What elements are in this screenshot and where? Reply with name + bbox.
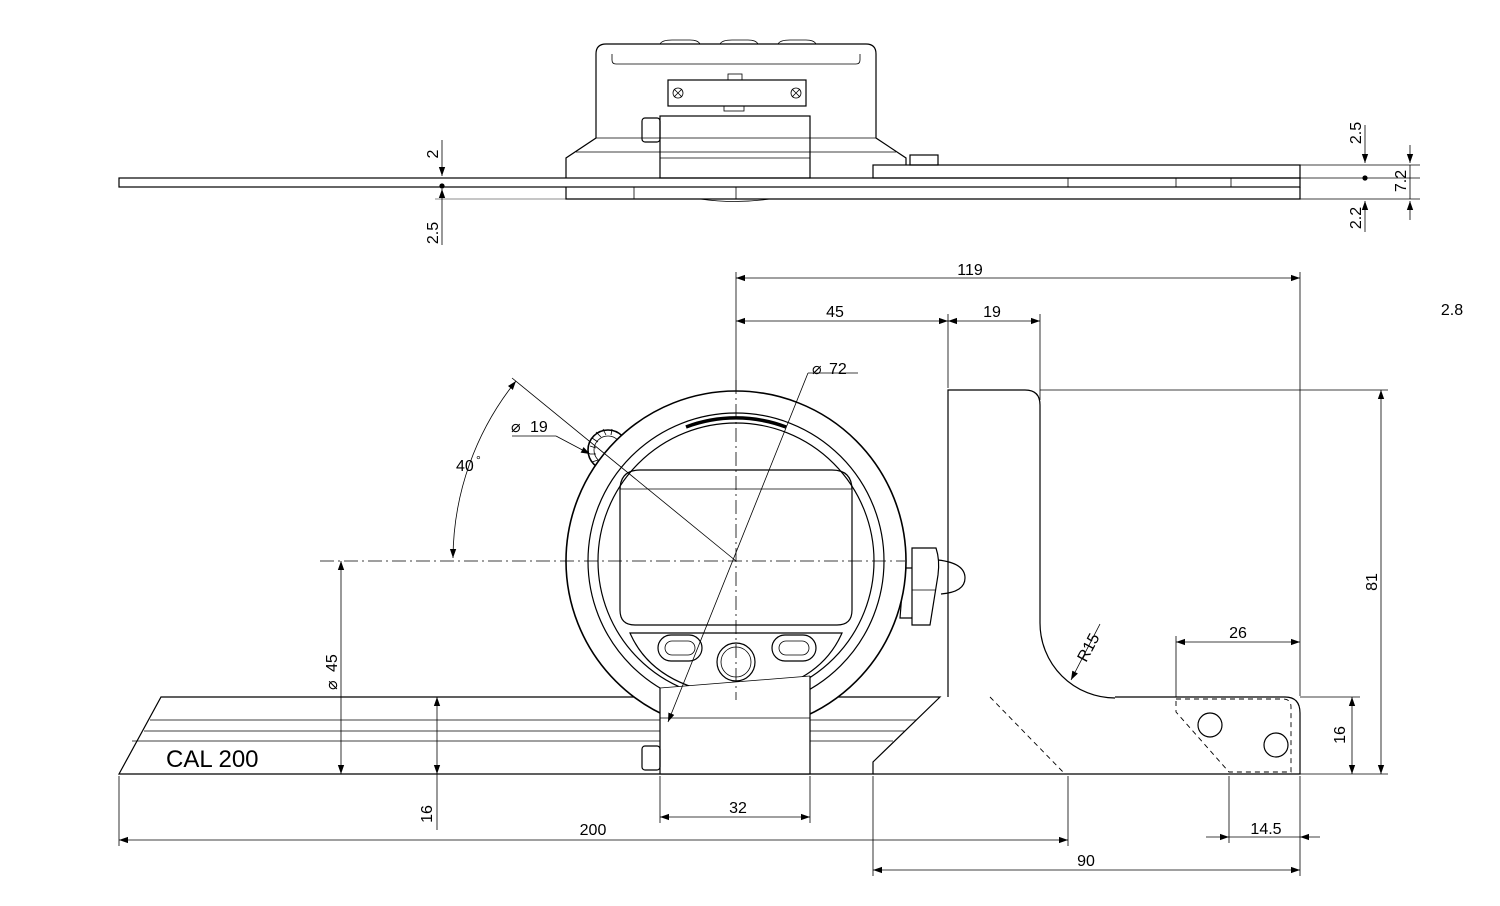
front-view-base	[873, 696, 1301, 775]
degree-symbol: °	[476, 453, 481, 467]
dim-200: 200	[580, 822, 607, 839]
dim-top-2-5-right: 2.5	[1348, 122, 1365, 144]
dim-top-2-5-left: 2.5	[425, 222, 442, 244]
dim-top-2-2: 2.2	[1348, 207, 1365, 229]
dim-angle-40: 40	[456, 458, 474, 475]
hole-2	[1263, 732, 1289, 758]
button-left[interactable]	[657, 634, 703, 662]
side-latch	[899, 547, 966, 626]
lcd-window	[619, 469, 853, 626]
side-view-label-plate	[667, 79, 807, 107]
dim-32: 32	[729, 800, 747, 817]
dim-16-left: 16	[419, 805, 436, 823]
dia-72-symbol: ⌀	[812, 361, 822, 378]
side-view-dial-body	[565, 43, 907, 178]
side-view-right-plate	[872, 164, 1301, 179]
dim-45-h: 45	[826, 304, 844, 321]
dim-119: 119	[957, 262, 983, 279]
dim-19-h: 19	[983, 304, 1001, 321]
dim-dia-19: 19	[530, 419, 548, 436]
dim-26: 26	[1229, 625, 1247, 642]
side-view: 2 2.5 2.5 7.2 2.2	[118, 39, 1420, 245]
dim-top-2: 2	[425, 149, 442, 158]
front-clamp	[641, 675, 811, 775]
front-view: CAL 200	[117, 380, 1301, 775]
button-right[interactable]	[771, 634, 817, 662]
dim-14-5: 14.5	[1250, 821, 1281, 838]
dia-45-symbol: ⌀	[324, 680, 341, 690]
dim-r15: R15	[1075, 631, 1104, 665]
dim-dia-45: 45	[324, 654, 341, 672]
dim-2-8: 2.8	[1441, 302, 1463, 319]
side-view-base-plate	[565, 187, 1301, 200]
front-view-arm	[947, 389, 1116, 699]
engraving-text: CAL 200	[166, 746, 259, 773]
dim-dia-72: 72	[829, 361, 847, 378]
hole-1	[1197, 712, 1223, 738]
dim-16-right: 16	[1332, 726, 1349, 744]
dim-81: 81	[1364, 573, 1381, 591]
dim-90: 90	[1077, 853, 1095, 870]
dia-19-symbol: ⌀	[511, 419, 521, 436]
side-view-clamp	[659, 115, 811, 179]
side-view-blade	[118, 177, 1301, 188]
dim-top-7-2: 7.2	[1393, 170, 1410, 192]
